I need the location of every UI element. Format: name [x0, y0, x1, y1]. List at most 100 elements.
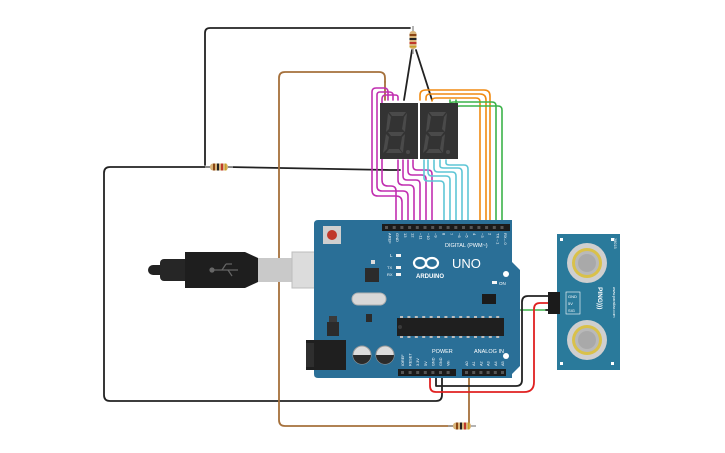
wire-magenta-6 [412, 159, 433, 227]
wire-orange-3 [419, 89, 491, 227]
wire-brown [278, 71, 456, 427]
resistor-top[interactable] [409, 26, 417, 54]
analog-pin-socket[interactable] [486, 371, 490, 374]
digital-pin-socket[interactable] [500, 226, 504, 229]
digital-pin-label: ~3 [480, 233, 485, 238]
power-pin-label: RESET [409, 353, 413, 366]
power-header-label: POWER [432, 349, 453, 355]
digital-pin-socket[interactable] [492, 226, 496, 229]
transducer-bottom [567, 320, 607, 360]
voltage-regulator [327, 322, 339, 336]
digital-pin-socket[interactable] [415, 226, 419, 229]
mount-hole [503, 271, 509, 277]
resistor-left[interactable] [205, 163, 233, 171]
analog-pin-socket[interactable] [465, 371, 468, 374]
power-pin-label: 5V [424, 361, 428, 366]
led-tx-label: TX [387, 265, 392, 270]
wire-magenta-4 [402, 159, 421, 227]
chip-pin [422, 336, 426, 338]
wire-cyan-1 [427, 159, 451, 227]
power-pin-socket[interactable] [439, 371, 442, 374]
digital-pin-socket[interactable] [400, 226, 404, 229]
digital-pin-label: GND [395, 233, 400, 242]
led-tx [396, 266, 401, 269]
mount-hole [560, 362, 563, 365]
chip-pin [429, 316, 433, 318]
led-rx [396, 273, 401, 276]
chip-pin [451, 316, 455, 318]
seven-segment-display-right[interactable] [420, 103, 458, 159]
digital-pin-label: ~6 [457, 233, 462, 238]
digital-header-label: DIGITAL (PWM~) [445, 243, 488, 249]
power-pin-socket[interactable] [423, 371, 427, 374]
digital-pin-socket[interactable] [477, 226, 481, 229]
wire-cyan-2 [433, 159, 457, 227]
chip-pin [474, 336, 477, 338]
digital-pin-socket[interactable] [469, 226, 473, 229]
digit-segments [423, 112, 450, 154]
analog-pin-socket[interactable] [479, 371, 483, 374]
resistor-bottom[interactable] [448, 422, 476, 430]
digital-pin-label: 13 [403, 233, 408, 238]
digital-pin-socket[interactable] [446, 226, 450, 229]
digital-pin-label: 4 [472, 233, 477, 236]
power-pin-socket[interactable] [431, 371, 435, 374]
digital-pin-label: RX←0 [503, 233, 508, 246]
chip-pin [474, 316, 477, 318]
chip-pin [444, 336, 448, 338]
sensor-pin-header[interactable] [548, 292, 560, 314]
wire-sensor-red [429, 302, 557, 393]
digital-header[interactable] [382, 224, 510, 231]
on-label: ON [499, 281, 506, 286]
wire-black-top [204, 27, 411, 166]
digital-pin-socket[interactable] [408, 226, 412, 229]
digital-pin-label: 2 [488, 233, 493, 236]
digital-pin-socket[interactable] [438, 226, 442, 229]
chip-pin [466, 336, 470, 338]
chip-pin [466, 316, 470, 318]
seven-segment-display-left[interactable] [380, 103, 418, 159]
analog-pin-socket[interactable] [472, 371, 476, 374]
digital-pin-socket[interactable] [462, 226, 465, 229]
power-pin-sockets [401, 371, 504, 374]
power-pin-socket[interactable] [408, 371, 412, 374]
power-pin-socket[interactable] [401, 371, 404, 374]
analog-pin-socket[interactable] [501, 371, 504, 374]
digital-pin-label: 12 [411, 233, 416, 238]
chip-pin [400, 336, 403, 338]
digital-pin-socket[interactable] [423, 226, 427, 229]
digital-pin-socket[interactable] [485, 226, 489, 229]
power-jack[interactable] [306, 340, 346, 370]
digital-pin-socket[interactable] [392, 226, 396, 229]
digital-pin-socket[interactable] [385, 226, 388, 229]
power-pin-socket[interactable] [446, 371, 450, 374]
analog-pin-socket[interactable] [493, 371, 497, 374]
transducer-top [567, 243, 607, 283]
digital-pin-socket[interactable] [454, 226, 458, 229]
wire-black-v2 [415, 49, 433, 101]
digital-pin-label: 7 [449, 233, 454, 236]
led-l-label: L [390, 253, 393, 258]
ping-ultrasonic-sensor[interactable]: GND 5V SIG PING))) www.parallax.com 2801… [548, 234, 620, 370]
model-label: UNO [452, 256, 481, 271]
pin-label-5v: 5V [568, 301, 573, 306]
digital-pin-label: ~10 [426, 233, 431, 241]
wire-black-mid [227, 166, 401, 171]
wire-orange-1 [425, 93, 487, 227]
wire-cyan-3 [439, 159, 463, 227]
led-l [396, 254, 401, 257]
chip-pin [429, 336, 433, 338]
power-header[interactable] [398, 369, 456, 376]
crystal-oscillator [351, 292, 387, 306]
digital-pin-socket[interactable] [431, 226, 435, 229]
wire-sensor-black [435, 295, 557, 387]
reset-button[interactable] [323, 226, 341, 244]
pin-label-box [565, 291, 581, 315]
analog-header[interactable] [462, 369, 506, 376]
mount-hole [503, 353, 509, 359]
wires [103, 27, 557, 427]
power-pin-socket[interactable] [416, 371, 420, 374]
icsp-header [482, 294, 496, 304]
